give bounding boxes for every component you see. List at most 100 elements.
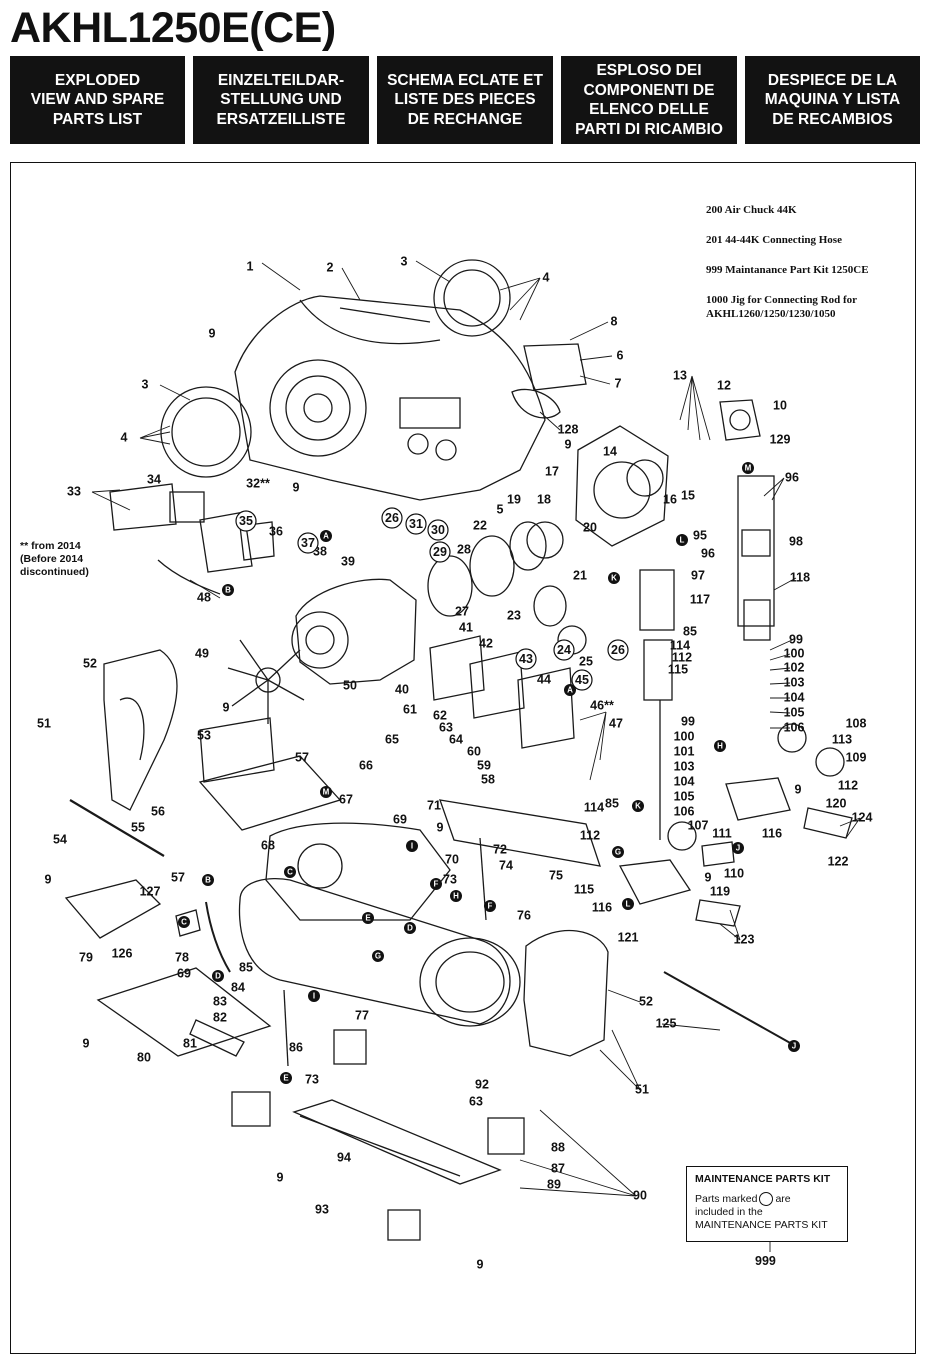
part-callout: 69 [177,966,191,980]
ref-letter: C [181,918,187,927]
ref-letter: G [375,952,381,961]
part-callout: 9 [795,782,802,796]
part-callout: 98 [789,534,803,548]
part-callout: 127 [140,884,161,898]
part-callout: 52 [639,994,653,1008]
part-callout: 21 [573,568,587,582]
part-callout: 89 [547,1177,561,1191]
kit-callout-label: 29 [433,545,447,559]
ref-letter: B [205,876,211,885]
pressure-switch [737,475,775,627]
part-callout: 50 [343,678,357,692]
ref-letter-dot [212,970,224,982]
motor-housing [295,578,417,685]
part-callout: 73 [443,872,457,886]
part-callout: 61 [403,702,417,716]
kit-callout-label: 45 [575,673,589,687]
ref-letter: B [225,586,231,595]
header-box-french: SCHEMA ECLATE ET LISTE DES PIECES DE REC… [377,56,553,144]
part-callout: 76 [517,908,531,922]
part-callout: 116 [592,900,612,914]
part-callout: 118 [790,570,810,584]
header-box-english: EXPLODED VIEW AND SPARE PARTS LIST [10,56,185,144]
kit-callout-label: 43 [519,652,533,666]
mpk-line2: included in the [695,1206,763,1218]
part-callout: 23 [507,608,521,622]
ref-letter-dot [202,874,214,886]
part-callout: 9 [565,437,572,451]
part-callout: 18 [537,492,551,506]
part-callout: 40 [395,682,409,696]
part-callout: 120 [826,796,847,810]
part-callout: 114 [670,638,690,652]
ref-letter: A [323,532,329,541]
part-callout: 13 [673,368,687,382]
ref-letter: L [626,900,631,909]
ref-letter: K [635,802,641,811]
part-callout: 107 [688,818,709,832]
ref-letter: A [567,686,573,695]
part-callout: 108 [846,716,867,730]
kit-callout-label: 31 [409,517,423,531]
part-callout: 9 [223,700,230,714]
ref-letter: K [611,574,617,583]
part-callout: 51 [37,716,51,730]
ref-letter-dot [788,1040,800,1052]
part-callout: 82 [213,1010,227,1024]
part-callout: 79 [79,950,93,964]
handle-right [523,929,609,1057]
part-callout: 17 [545,464,559,478]
part-callout: 62 [433,708,447,722]
part-callout: 47 [609,716,623,730]
part-callout: 111 [712,826,732,840]
part-callout: 10 [773,398,787,412]
part-callout: 85 [239,960,253,974]
ref-letter-dot [284,866,296,878]
kit-callout-label: 26 [385,511,399,525]
ref-letter-dot [612,846,624,858]
part-callout: 2 [327,260,334,274]
ref-letter-dot [178,916,190,928]
part-callout: 34 [147,472,161,486]
ref-letter: E [365,914,371,923]
part-callout: 119 [710,884,730,898]
mpk-line3: MAINTENANCE PARTS KIT [695,1219,828,1231]
part-callout: 112 [838,778,858,792]
part-callout: 63 [439,720,453,734]
ref-letter-dot [742,462,754,474]
ref-letter-dot [676,534,688,546]
header-box-german: EINZELTEILDAR- STELLUNG UND ERSATZEILLIS… [193,56,369,144]
ref-letter: H [717,742,723,751]
part-callout: 106 [784,720,805,734]
part-callout: 103 [784,675,805,689]
part-callout: 124 [852,810,873,824]
part-callout: 65 [385,732,399,746]
part-callout: 49 [195,646,209,660]
kit-callout-label: 37 [301,536,315,550]
part-callout: 1 [247,259,254,273]
part-callout: 96 [701,546,715,560]
part-callout: 9 [83,1036,90,1050]
part-callout: 3 [142,377,149,391]
ref-letter-dot [406,840,418,852]
part-callout: 66 [359,758,373,772]
part-callout: 41 [459,620,473,634]
part-callout: 112 [580,828,600,842]
part-callout: 54 [53,832,67,846]
ref-letter-dot [372,950,384,962]
kit-callout-ring [607,639,629,661]
ref-letter-dot [280,1072,292,1084]
ref-letter-dot [622,898,634,910]
part-callout: 68 [261,838,275,852]
part-callout: 83 [213,994,227,1008]
page-title: AKHL1250E(CE) [10,4,336,52]
part-callout: 105 [784,705,805,719]
mpk-title: MAINTENANCE PARTS KIT [695,1173,831,1185]
ref-letter-dot [450,890,462,902]
part-callout: 84 [231,980,245,994]
part-callout: 14 [603,444,617,458]
ref-letter: H [453,892,459,901]
